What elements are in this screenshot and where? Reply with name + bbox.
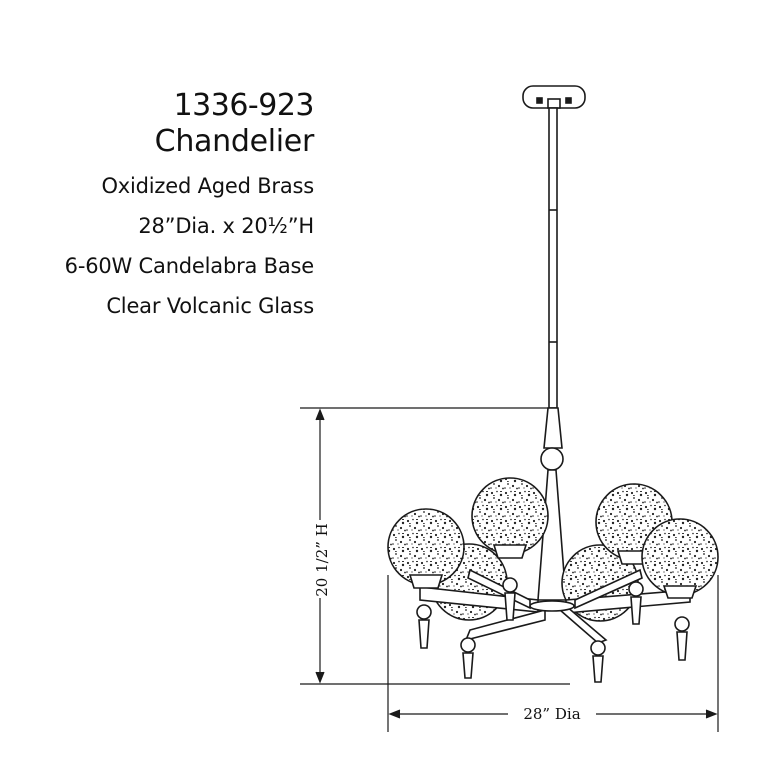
width-dimension — [387, 575, 719, 732]
width-label: 28” Dia — [523, 705, 580, 723]
product-name: Chandelier — [154, 124, 315, 159]
height-dimension — [300, 407, 570, 685]
spec-finish: Oxidized Aged Brass — [101, 174, 314, 198]
stem — [537, 107, 567, 601]
globe-center — [471, 477, 549, 559]
finials — [416, 577, 690, 683]
spec-bulbs: 6-60W Candelabra Base — [64, 254, 315, 278]
spec-size: 28”Dia. x 20½”H — [138, 214, 314, 238]
height-label: 20 1/2” H — [313, 523, 331, 597]
spec-glass: Clear Volcanic Glass — [106, 294, 314, 318]
globe-left — [387, 508, 465, 589]
canopy — [522, 85, 586, 109]
product-spec-block: 1336-923 Chandelier Oxidized Aged Brass … — [64, 88, 315, 326]
globe-far-right — [641, 518, 719, 599]
model-number: 1336-923 — [173, 88, 315, 123]
